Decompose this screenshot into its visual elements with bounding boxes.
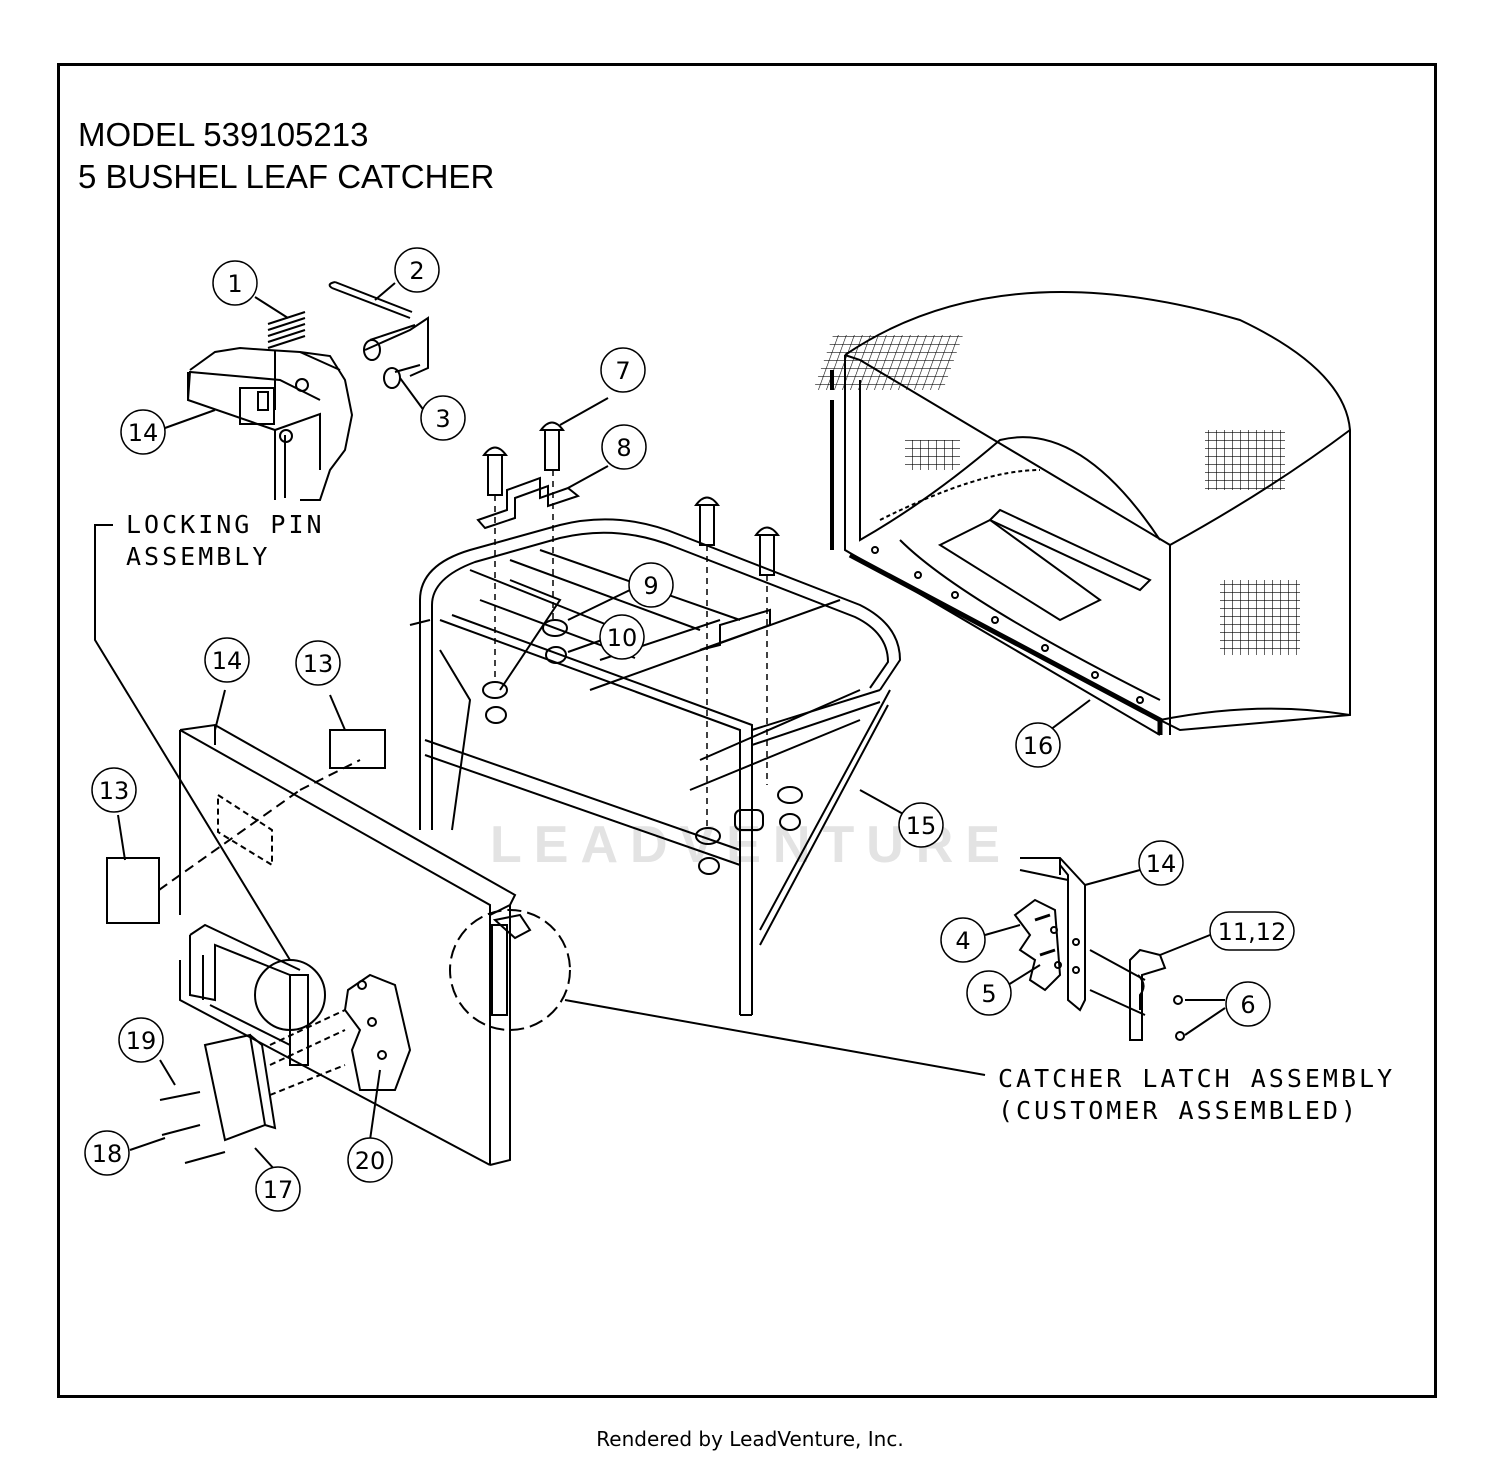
model-number: MODEL 539105213: [78, 116, 369, 153]
locking-pin-label-line2: ASSEMBLY: [126, 542, 270, 571]
front-panel: [106, 723, 571, 1166]
callout-17-text: 17: [263, 1176, 294, 1204]
callout-15: [898, 802, 944, 848]
diagram-frame: [57, 63, 1437, 1398]
callout-5-text: 5: [981, 980, 996, 1008]
callout-4: [940, 917, 986, 963]
callout-18: [84, 1130, 130, 1176]
footer-credit: Rendered by LeadVenture, Inc.: [596, 1427, 904, 1451]
callout-11-12-text: 11,12: [1218, 918, 1287, 946]
callout-14c-text: 14: [1146, 850, 1177, 878]
catcher-latch-label-line2: (CUSTOMER ASSEMBLED): [998, 1096, 1359, 1125]
callout-14c: [1138, 840, 1184, 886]
callout-14b: [204, 637, 250, 683]
callout-18-text: 18: [92, 1140, 123, 1168]
callout-1-text: 1: [227, 270, 242, 298]
locking-pin-label-line1: LOCKING PIN: [126, 510, 325, 539]
callout-4-text: 4: [955, 927, 970, 955]
callout-2-text: 2: [409, 257, 424, 285]
callout-7-text: 7: [615, 357, 630, 385]
callout-17: [255, 1166, 301, 1212]
callout-15-text: 15: [906, 812, 937, 840]
callout-6: [1225, 981, 1271, 1027]
catcher-latch-label-line1: CATCHER LATCH ASSEMBLY: [998, 1064, 1395, 1093]
callout-9: [628, 562, 674, 608]
callout-10-text: 10: [607, 624, 638, 652]
callout-13a-text: 13: [303, 650, 334, 678]
callout-10: [599, 614, 645, 660]
callout-5: [966, 970, 1012, 1016]
catcher-frame: [409, 518, 902, 1016]
callout-19-text: 19: [126, 1027, 157, 1055]
callout-13a: [295, 640, 341, 686]
callout-20: [347, 1137, 393, 1183]
callout-20-text: 20: [355, 1147, 386, 1175]
callout-14a: [120, 409, 166, 455]
callout-1: [212, 260, 258, 306]
locking-pin-assembly: [187, 281, 429, 501]
callout-13b: [91, 767, 137, 813]
callout-19: [118, 1017, 164, 1063]
callout-14b-text: 14: [212, 647, 243, 675]
callout-8-text: 8: [616, 434, 631, 462]
diagram-title: 5 BUSHEL LEAF CATCHER: [78, 158, 495, 195]
callout-16-text: 16: [1023, 732, 1054, 760]
callout-3-text: 3: [435, 405, 450, 433]
callout-7: [600, 347, 646, 393]
callout-11-12: [1209, 911, 1295, 951]
callout-14a-text: 14: [128, 419, 159, 447]
callout-2: [394, 247, 440, 293]
callout-6-text: 6: [1240, 991, 1255, 1019]
callout-8: [601, 424, 647, 470]
callout-9-text: 9: [643, 572, 658, 600]
callout-3: [420, 395, 466, 441]
catcher-bag: [813, 291, 1351, 736]
catcher-latch-detail: [1013, 857, 1185, 1041]
callout-13b-text: 13: [99, 777, 130, 805]
callout-16: [1015, 722, 1061, 768]
